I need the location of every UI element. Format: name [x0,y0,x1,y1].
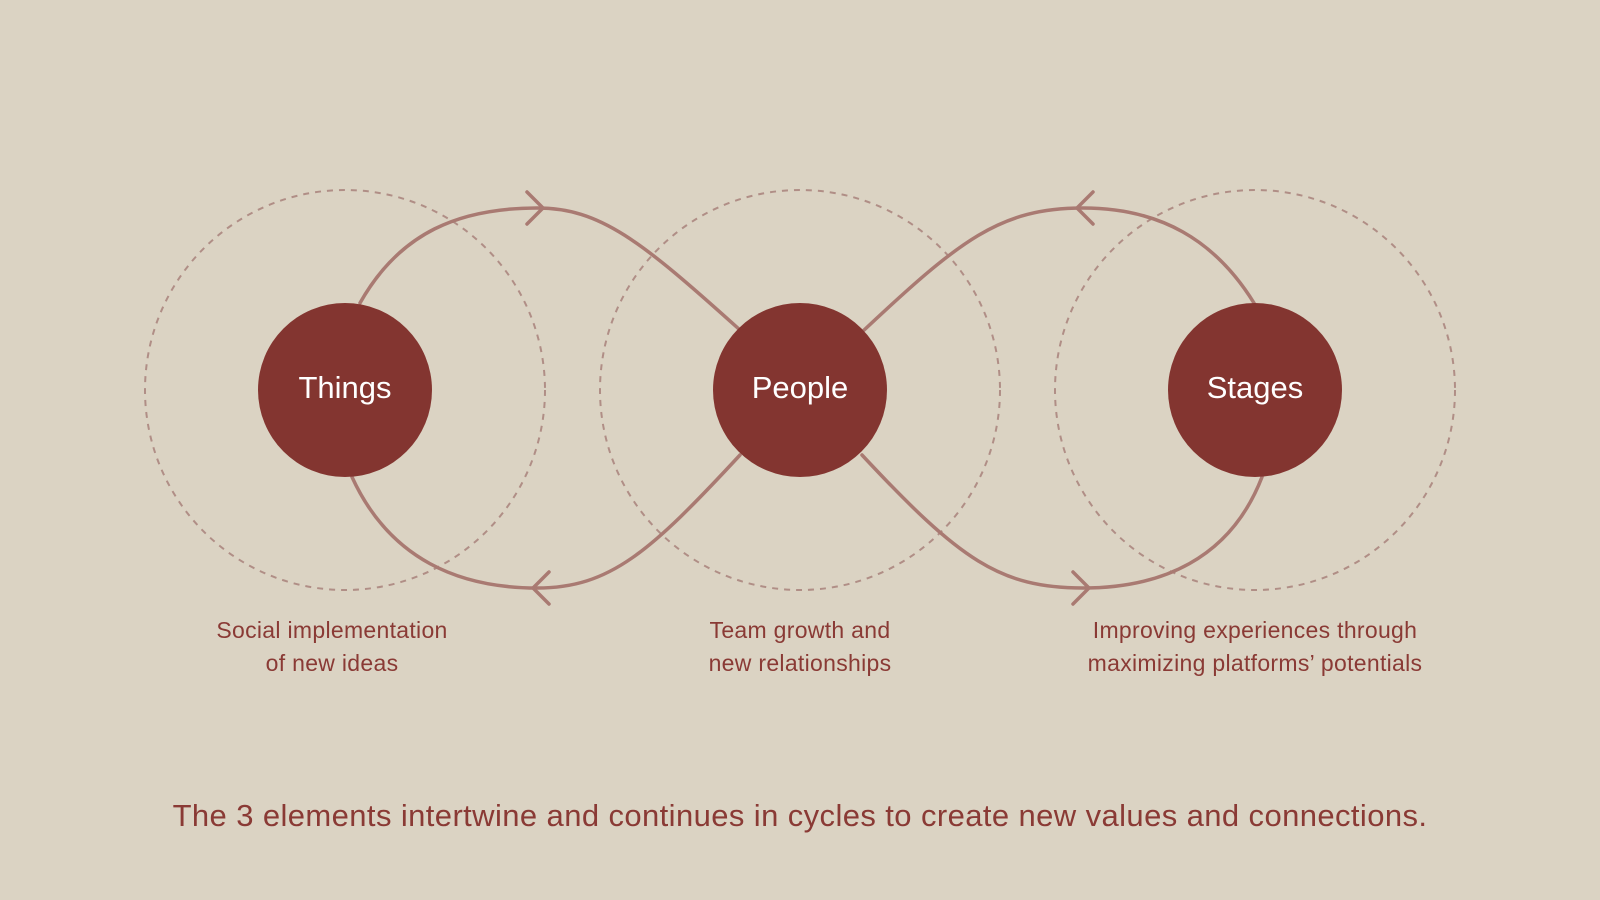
flow-people-to-things [350,453,742,590]
caption-things: Social implementation of new ideas [102,614,562,680]
arrow-right-icon [1071,570,1092,606]
node-people [713,303,887,477]
people-orbit [599,189,1001,591]
flow-stages-to-people [860,206,1256,334]
caption-line: maximizing platforms’ potentials [1087,650,1423,676]
node-stages [1168,303,1342,477]
flow-things-to-people [358,206,742,332]
flow-people-to-stages [860,453,1264,590]
caption-stages: Improving experiences through maximizing… [1025,614,1485,680]
footer-statement: The 3 elements intertwine and continues … [172,798,1428,833]
caption-line: Social implementation [216,617,448,643]
arrow-right-icon [525,190,546,226]
caption-line: of new ideas [265,650,399,676]
things-orbit [144,189,546,591]
node-label-things: Things [298,370,392,405]
stages-orbit [1054,189,1456,591]
caption-line: Improving experiences through [1092,617,1418,643]
node-label-stages: Stages [1206,370,1304,405]
caption-line: new relationships [708,650,892,676]
arrow-left-icon [530,570,551,606]
node-things [258,303,432,477]
node-label-people: People [751,370,849,405]
caption-line: Team growth and [709,617,891,643]
arrow-left-icon [1074,190,1095,226]
caption-people: Team growth and new relationships [570,614,1030,680]
